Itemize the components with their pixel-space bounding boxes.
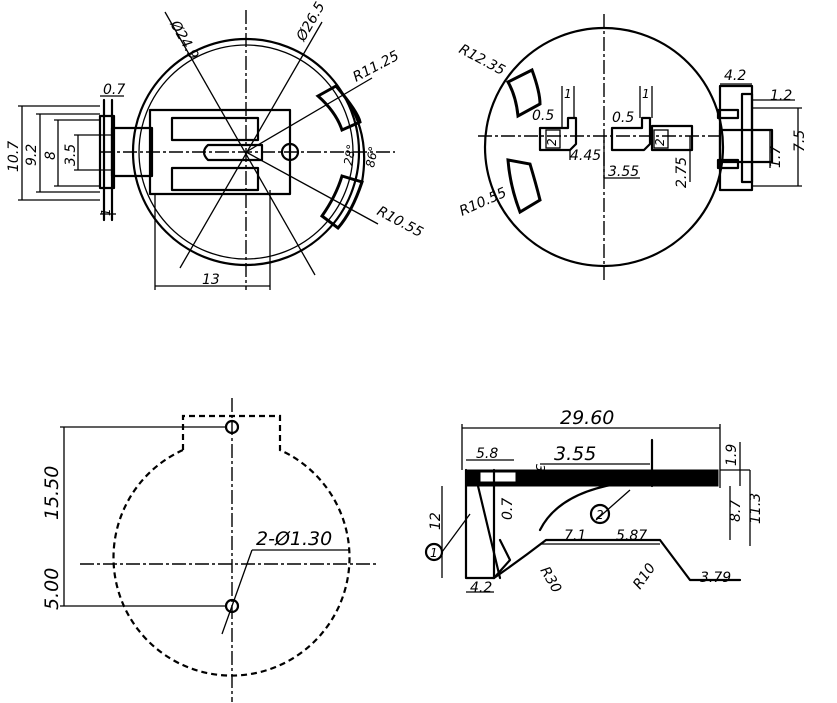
label-2b: 2 bbox=[653, 138, 667, 146]
front-radius-leader-b bbox=[245, 151, 379, 225]
label-1-7: 1.7 bbox=[768, 146, 784, 168]
label-r11-25: R11.25 bbox=[350, 48, 402, 86]
callout-1-leader bbox=[441, 513, 471, 553]
label-7-5: 7.5 bbox=[792, 130, 808, 152]
front-radius-leader-a bbox=[245, 77, 373, 153]
label-13: 13 bbox=[202, 272, 220, 288]
front-contact-upper-slot bbox=[170, 116, 260, 142]
side-spring-tip bbox=[492, 538, 512, 580]
label-angle-28: 28° bbox=[341, 143, 358, 166]
side-contact-arc bbox=[538, 480, 632, 532]
label-dia-24-9: Ø24.9 bbox=[166, 17, 201, 62]
callout-1-circle bbox=[424, 542, 444, 562]
back-side-flange bbox=[740, 92, 754, 184]
side-spring bbox=[476, 484, 502, 580]
label-0-5a: 0.5 bbox=[532, 108, 554, 124]
label-2-75: 2.75 bbox=[674, 157, 690, 188]
front-contact-tongue bbox=[202, 143, 264, 162]
back-pad-left-inner bbox=[545, 129, 561, 149]
pcb-outline bbox=[112, 414, 351, 677]
front-slot-arc bbox=[334, 84, 366, 184]
label-8: 8 bbox=[43, 151, 59, 160]
front-dia-leader-inner bbox=[164, 11, 316, 276]
label-8-7: 8.7 bbox=[728, 500, 744, 522]
label-4-2-back: 4.2 bbox=[724, 68, 746, 84]
holes-leader bbox=[221, 549, 253, 635]
label-3-55-side: 3.55 bbox=[554, 443, 596, 465]
label-3-0: 3.0 bbox=[533, 464, 547, 483]
label-r10-55-back: R10.55 bbox=[457, 185, 509, 220]
label-2a: 2 bbox=[545, 138, 559, 146]
label-holes: 2-Ø1.30 bbox=[256, 528, 332, 550]
label-4-2-side: 4.2 bbox=[470, 580, 492, 596]
label-3-5: 3.5 bbox=[63, 144, 79, 166]
pcb-layout-view: 15.50 5.00 2-Ø1.30 bbox=[41, 398, 378, 702]
front-view: Ø24.9 Ø26.5 R11.25 R10.55 28° 86° 0.7 10… bbox=[6, 0, 426, 290]
back-slot-upper bbox=[505, 67, 542, 119]
label-0-7-side: 0.7 bbox=[500, 498, 516, 520]
label-5-00: 5.00 bbox=[41, 568, 63, 610]
callout-2-circle bbox=[589, 503, 611, 525]
label-dia-26-5: Ø26.5 bbox=[293, 0, 328, 45]
back-side-contact bbox=[718, 128, 774, 164]
label-0-7: 0.7 bbox=[103, 82, 125, 98]
side-left-post bbox=[464, 468, 496, 580]
front-terminal-flange bbox=[98, 114, 116, 190]
label-12: 12 bbox=[428, 512, 444, 530]
label-3-79: 3.79 bbox=[700, 570, 731, 586]
label-r10-55: R10.55 bbox=[374, 203, 426, 241]
label-11-3: 11.3 bbox=[748, 493, 764, 524]
front-contact-lower-slot bbox=[170, 166, 260, 192]
side-plate-window bbox=[479, 471, 517, 483]
label-angle-86: 86° bbox=[363, 145, 380, 168]
label-1b: 1 bbox=[642, 87, 650, 101]
callout-2-label: 2 bbox=[596, 508, 604, 522]
label-29-60: 29.60 bbox=[560, 407, 614, 429]
back-side-pin-bot bbox=[716, 158, 740, 170]
side-view: 29.60 5.8 3.0 3.55 1.9 0.7 8.7 11.3 12 7… bbox=[424, 407, 764, 596]
label-1-2: 1.2 bbox=[770, 88, 792, 104]
front-contact-dimple bbox=[280, 142, 300, 162]
label-r30: R30 bbox=[537, 564, 565, 596]
label-1a: 1 bbox=[564, 87, 572, 101]
callout-1-label: 1 bbox=[430, 546, 438, 560]
label-15-50: 15.50 bbox=[41, 466, 63, 520]
label-0-5b: 0.5 bbox=[612, 110, 634, 126]
back-view: R12.35 R10.55 1 1 0.5 0.5 2 2 4.45 3.55 … bbox=[456, 14, 808, 280]
back-slot-lower bbox=[506, 158, 542, 215]
back-side-pin-top bbox=[716, 108, 740, 120]
back-pad-left bbox=[538, 116, 578, 152]
front-slot-upper bbox=[315, 84, 362, 133]
callout-2-leader bbox=[595, 489, 631, 521]
back-pad-right bbox=[610, 116, 652, 152]
label-r10: R10 bbox=[630, 560, 659, 592]
label-5-8: 5.8 bbox=[476, 446, 498, 462]
label-5-87: 5.87 bbox=[616, 528, 647, 544]
front-contact-frame bbox=[148, 108, 292, 196]
label-10-7: 10.7 bbox=[6, 141, 22, 172]
label-1-9: 1.9 bbox=[724, 444, 740, 466]
label-r12-35: R12.35 bbox=[456, 41, 508, 79]
label-3-55-back: 3.55 bbox=[608, 164, 639, 180]
label-9-2: 9.2 bbox=[24, 144, 40, 166]
front-slot-lower bbox=[319, 174, 364, 231]
label-4-45: 4.45 bbox=[570, 148, 601, 164]
label-1: 1 bbox=[99, 208, 113, 216]
back-pad-right-inner bbox=[653, 129, 669, 149]
label-7-1: 7.1 bbox=[564, 528, 586, 544]
back-pad-right-tab bbox=[650, 124, 694, 152]
side-bottom-body bbox=[492, 538, 742, 582]
back-side-body bbox=[718, 84, 754, 192]
